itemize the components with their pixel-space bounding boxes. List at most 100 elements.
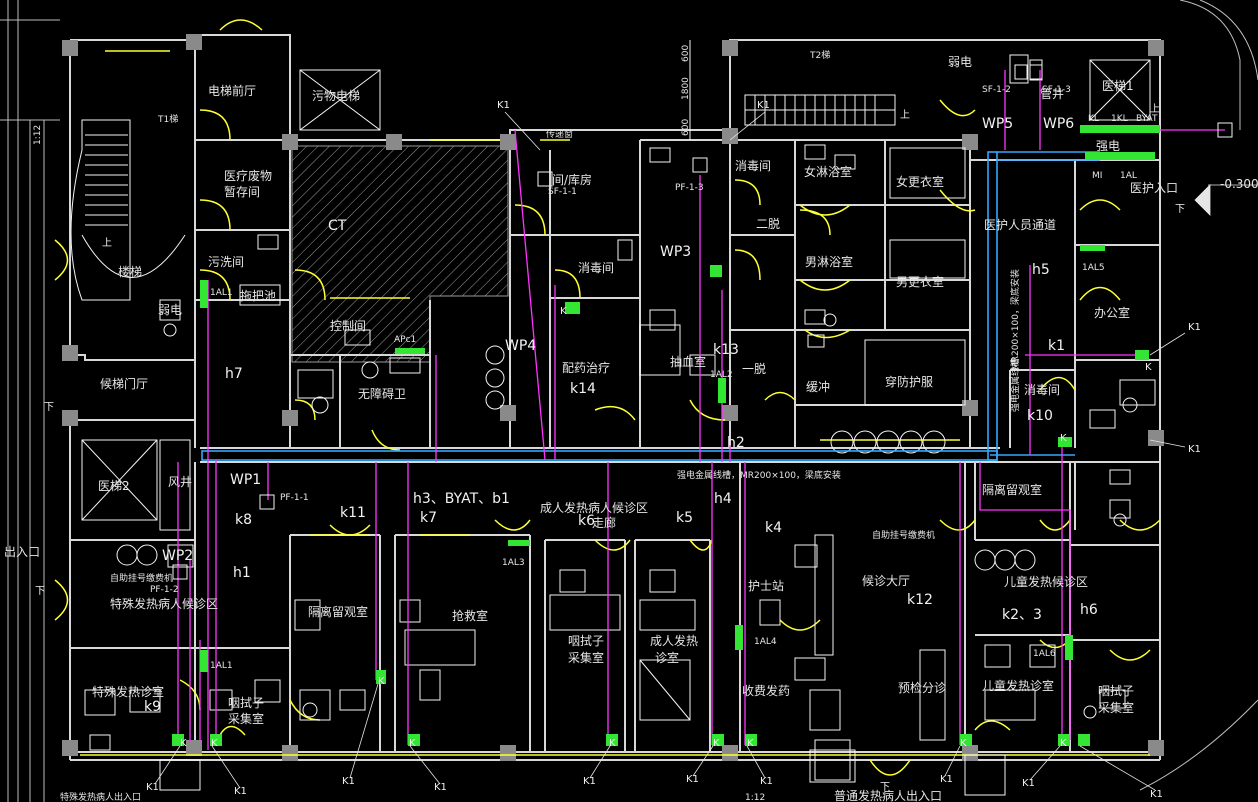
switch-mark: K bbox=[713, 738, 720, 749]
stair-arrow: 下 bbox=[1175, 204, 1185, 215]
annotation-text: 自助挂号缴费机 bbox=[110, 572, 173, 584]
switch-mark: K bbox=[1060, 433, 1067, 444]
circuit-label: h5 bbox=[1032, 262, 1050, 278]
fan-symbols bbox=[172, 64, 1233, 580]
room-label: 医梯1 bbox=[1102, 79, 1134, 93]
room-label: 候诊大厅 bbox=[862, 574, 910, 588]
annotation-text: 医护入口 bbox=[1130, 181, 1178, 195]
k1-tag: K1 bbox=[497, 100, 510, 111]
room-label: 隔离留观室 bbox=[982, 482, 1042, 497]
room-label: 预检分诊 bbox=[898, 680, 946, 695]
annotation-text: 出入口 bbox=[4, 545, 40, 559]
room-label: 护士站 bbox=[748, 579, 784, 593]
equipment-tag: PF-1-2 bbox=[150, 585, 179, 595]
annotation-text: T1梯 bbox=[157, 113, 178, 125]
annotations: 自助挂号缴费机 自助挂号缴费机 强电金属线槽，MR200×100，梁底安装 传递… bbox=[4, 49, 1258, 802]
circuit-label: k7 bbox=[420, 510, 437, 526]
structural-columns bbox=[62, 34, 1164, 761]
k1-tag: K1 bbox=[757, 100, 770, 111]
annotation-text: T2梯 bbox=[809, 49, 830, 61]
circuit-label: WP5 bbox=[982, 116, 1013, 132]
equipment-tag: 1AL bbox=[1120, 171, 1137, 181]
annotation-text: 特殊发热病人出入口 bbox=[60, 791, 141, 802]
k1-tag: K1 bbox=[146, 782, 159, 793]
annotation-text: 强电金属线槽，MR200×100，梁底安装 bbox=[677, 469, 841, 481]
room-labels: 电梯前厅 污物电梯 医疗废物 暂存间 楼梯 污洗间 拖把池 CT 控制间 无障碍… bbox=[92, 55, 1134, 726]
circuit-label: k14 bbox=[570, 381, 596, 397]
room-label: 二脱 bbox=[756, 216, 780, 231]
circuit-label: h2 bbox=[727, 435, 745, 451]
room-label: 收费发药 bbox=[742, 683, 790, 698]
circuit-label: h7 bbox=[225, 366, 243, 382]
equipment-tag: APc1 bbox=[394, 335, 416, 345]
room-label: 管井 bbox=[1040, 86, 1064, 101]
room-label: 女淋浴室 bbox=[804, 164, 852, 179]
room-label: 缓冲 bbox=[806, 379, 830, 394]
equipment-tag: 1AL3 bbox=[502, 558, 525, 568]
equipment-tag: 1AL1 bbox=[210, 288, 233, 298]
room-label: 配药治疗 bbox=[562, 361, 610, 375]
switch-mark: K bbox=[180, 738, 187, 749]
circuit-label: WP6 bbox=[1043, 116, 1074, 132]
room-label: 抢救室 bbox=[452, 608, 488, 623]
equipment-tag: SF-1-3 bbox=[1042, 85, 1071, 95]
equipment-tag: 1AL6 bbox=[1033, 649, 1056, 659]
room-label: 办公室 bbox=[1094, 305, 1130, 320]
room-label: 拖把池 bbox=[240, 289, 276, 303]
room-label: 医疗废物 bbox=[224, 168, 272, 183]
room-label: 弱电 bbox=[158, 303, 182, 317]
stair-arrow: 下 bbox=[35, 586, 45, 597]
equipment-tag: 1AL1 bbox=[210, 661, 233, 671]
dimension-labels: 600 1800 600 1:12 1:12 bbox=[33, 40, 765, 802]
circuit-label: k11 bbox=[340, 505, 366, 521]
room-label: 间/库房 bbox=[552, 172, 592, 187]
room-label: 电梯前厅 bbox=[208, 83, 256, 98]
ct-hatch-area bbox=[291, 145, 509, 363]
annotation-text: 普通发热病人出入口 bbox=[834, 788, 942, 802]
circuit-labels: h7 WP1 k8 WP2 h1 k9 k11 h3、BYAT、b1 k7 k6… bbox=[144, 116, 1098, 715]
room-label: 医梯2 bbox=[98, 479, 130, 493]
equipment-tag: 1AL5 bbox=[1082, 263, 1105, 273]
room-label: 成人发热病人候诊区 bbox=[540, 500, 648, 515]
k1-tag: K1 bbox=[1188, 444, 1201, 455]
stair-arrow: 下 bbox=[44, 402, 54, 413]
switch-marks: K K K K K K K K K K K K 下 下 下 上 上 下 上 bbox=[35, 103, 1185, 793]
room-label: 采集室 bbox=[568, 650, 604, 665]
k1-tag: K1 bbox=[1188, 322, 1201, 333]
dimension-text: 600 bbox=[681, 119, 691, 136]
room-label: 采集室 bbox=[228, 711, 264, 726]
room-label: 污物电梯 bbox=[312, 89, 360, 103]
cable-tray bbox=[201, 151, 1100, 461]
switch-mark: K bbox=[1060, 738, 1067, 749]
circuit-label: h6 bbox=[1080, 602, 1098, 618]
k1-tag: K1 bbox=[342, 776, 355, 787]
stair-arrow: 上 bbox=[1150, 103, 1160, 115]
switch-mark: K bbox=[378, 676, 385, 687]
k1-callouts: K1 K1 K1 K1 K1 K1 K1 K1 K1 K1 K1 K1 K1 K… bbox=[146, 100, 1201, 800]
dimension-text: 1:12 bbox=[33, 125, 43, 145]
room-label: 抽血室 bbox=[670, 354, 706, 369]
equipment-tags: PF-1-1 PF-1-2 SF-1-1 PF-1-3 SF-1-2 SF-1-… bbox=[150, 85, 1158, 671]
annotation-text: 传递窗 bbox=[546, 128, 573, 140]
room-label: 污洗间 bbox=[208, 255, 244, 269]
switch-mark: K bbox=[747, 738, 754, 749]
k1-tag: K1 bbox=[760, 776, 773, 787]
switch-mark: K bbox=[409, 738, 416, 749]
room-label: 男淋浴室 bbox=[805, 254, 853, 269]
circuit-label: h1 bbox=[233, 565, 251, 581]
equipment-tag: SF-1-2 bbox=[982, 85, 1011, 95]
circuit-label: WP2 bbox=[162, 548, 193, 564]
room-label: 特殊发热诊室 bbox=[92, 684, 164, 699]
stair-arrow: 下 bbox=[880, 782, 890, 793]
room-label: 咽拭子 bbox=[1098, 684, 1134, 698]
equipment-tag: 1KL bbox=[1111, 114, 1128, 124]
annotation-text: -0.300 bbox=[1220, 177, 1258, 191]
walls bbox=[69, 34, 1161, 761]
room-label: 无障碍卫 bbox=[358, 386, 406, 401]
room-label: 男更衣室 bbox=[896, 274, 944, 289]
switch-mark: K bbox=[960, 738, 967, 749]
equipment-tag: SF-1-1 bbox=[548, 187, 577, 197]
dimension-text: 1:12 bbox=[745, 793, 765, 802]
